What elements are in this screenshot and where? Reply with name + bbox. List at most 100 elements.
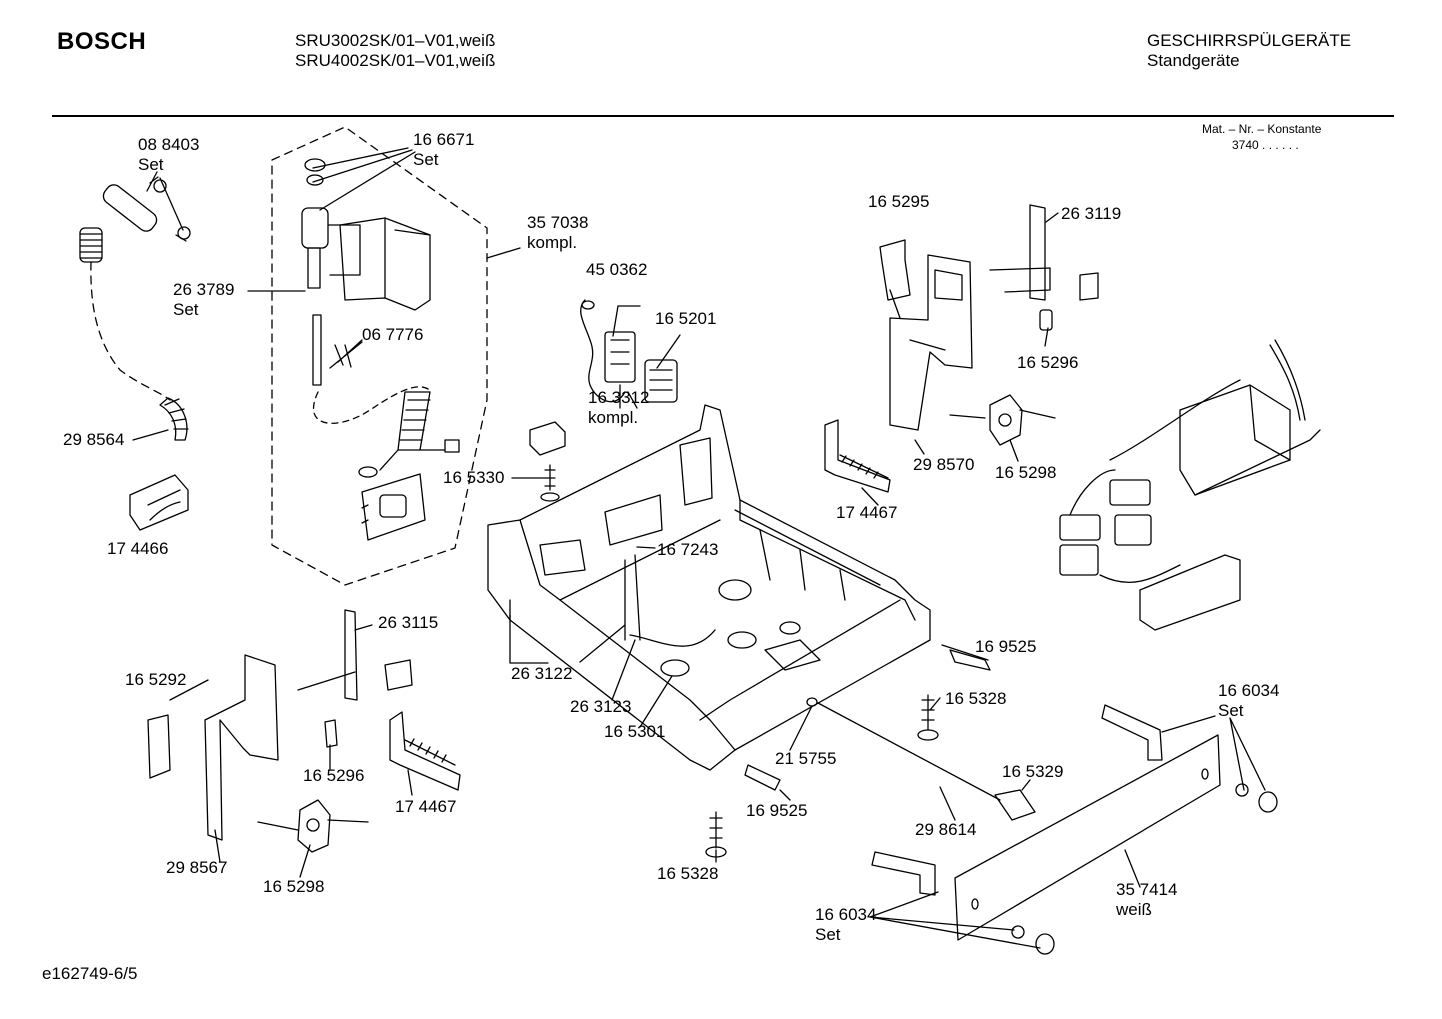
material-constant: Mat. – Nr. – Konstante 3740 . . . . . . [1202,121,1321,153]
part-number: 17 4467 [395,797,457,816]
dispenser-bracket-part [361,473,426,541]
part-label: 06 7776 [362,325,423,345]
part-label: 29 8567 [166,858,227,878]
category-title: GESCHIRRSPÜLGERÄTE [1147,31,1352,50]
part-number: 16 6034 [1218,681,1280,700]
part-label: 16 5296 [1017,353,1078,373]
model-list: SRU3002SK/01–V01,weiß SRU4002SK/01–V01,w… [295,31,495,71]
leader-lines [132,147,1266,949]
valve-assembly-part [301,158,433,424]
part-number: 35 7038 [527,213,589,232]
part-label: 16 5329 [1002,762,1063,782]
screw-169525-part [744,649,991,791]
part-note: Set [138,155,164,174]
wiring-harness-part [1059,339,1321,631]
category-block: GESCHIRRSPÜLGERÄTE Standgeräte [1147,31,1351,71]
part-number: 06 7776 [362,325,424,344]
part-label: 16 5328 [945,689,1006,709]
part-label: 45 0362 [586,260,647,280]
spring-hose-part [79,227,171,401]
part-number: 16 5298 [263,877,325,896]
brand-logo: BOSCH [57,28,147,55]
bracket-263119-part [989,204,1099,301]
part-label: 26 3122 [511,664,572,684]
bracket-298570-part [889,254,973,431]
part-label: 16 5201 [655,309,716,329]
sensor-165298-part [949,394,1056,446]
part-note: kompl. [527,233,578,252]
part-label: 16 5298 [995,463,1056,483]
part-label: 17 4467 [395,797,456,817]
part-number: 08 8403 [138,135,200,154]
part-label: 29 8570 [913,455,974,475]
foot-165328-part [705,694,939,858]
bracket-263115-part [297,609,413,701]
part-number: 29 8614 [915,820,977,839]
part-number: 16 5295 [868,192,930,211]
part-label: 16 5328 [657,864,718,884]
part-number: 17 4466 [107,539,169,558]
inlet-hose-part [102,176,191,242]
part-number: 35 7414 [1116,880,1178,899]
part-label: 16 5330 [443,468,504,488]
bracket-298567-part [204,654,279,841]
rod-298614-part [817,702,1036,821]
part-number: 16 7243 [657,540,719,559]
bracket-165292-part [147,714,171,779]
part-note: Set [413,150,439,169]
part-label: 17 4466 [107,539,168,559]
sensor-165298b-part [257,799,369,853]
part-number: 16 9525 [975,637,1037,656]
category-subtitle: Standgeräte [1147,51,1240,70]
part-label: 16 7243 [657,540,718,560]
part-number: 26 3119 [1061,204,1122,223]
drawing-id: e162749-6/5 [42,964,138,983]
part-label: 16 9525 [975,637,1036,657]
constant-label: Mat. – Nr. – Konstante [1202,122,1322,136]
clip-166034-part [871,704,1278,955]
kit-spring-hose-part [358,391,460,478]
base-tub-part [487,404,931,771]
kit-outline-dashed [271,126,488,586]
connector-165201-part [644,359,678,403]
part-number: 16 3312 [588,388,650,407]
part-label: 26 3115 [378,613,438,633]
part-number: 26 3123 [570,697,632,716]
clip-part-174466 [129,474,189,531]
part-number: 16 5292 [125,670,187,689]
part-number: 16 5301 [604,722,666,741]
part-number: 16 5328 [657,864,719,883]
part-number: 16 5201 [655,309,717,328]
part-label: 26 3123 [570,697,631,717]
part-number: 16 5296 [303,766,365,785]
part-number: 16 6034 [815,905,877,924]
part-number: 29 8570 [913,455,975,474]
screw-165330-part [529,421,566,502]
part-note: Set [173,300,199,319]
part-note: Set [815,925,841,944]
model-line: SRU3002SK/01–V01,weiß [295,31,496,50]
bracket-165295-part [879,239,911,301]
part-number: 29 8564 [63,430,125,449]
part-label: 16 5296 [303,766,364,786]
part-number: 26 3789 [173,280,235,299]
spring-174467-part [824,419,891,493]
part-note: Set [1218,701,1244,720]
part-label: 16 5301 [604,722,665,742]
part-number: 16 5298 [995,463,1057,482]
part-number: 29 8567 [166,858,228,877]
corrugated-hose-part [159,397,189,441]
clip-165296-part [1039,309,1053,331]
part-label: 29 8614 [915,820,976,840]
part-label: 16 5292 [125,670,186,690]
part-number: 16 5329 [1002,762,1064,781]
part-label: 26 3119 [1061,204,1121,224]
part-number: 26 3122 [511,664,573,683]
power-cable-part [580,299,636,403]
